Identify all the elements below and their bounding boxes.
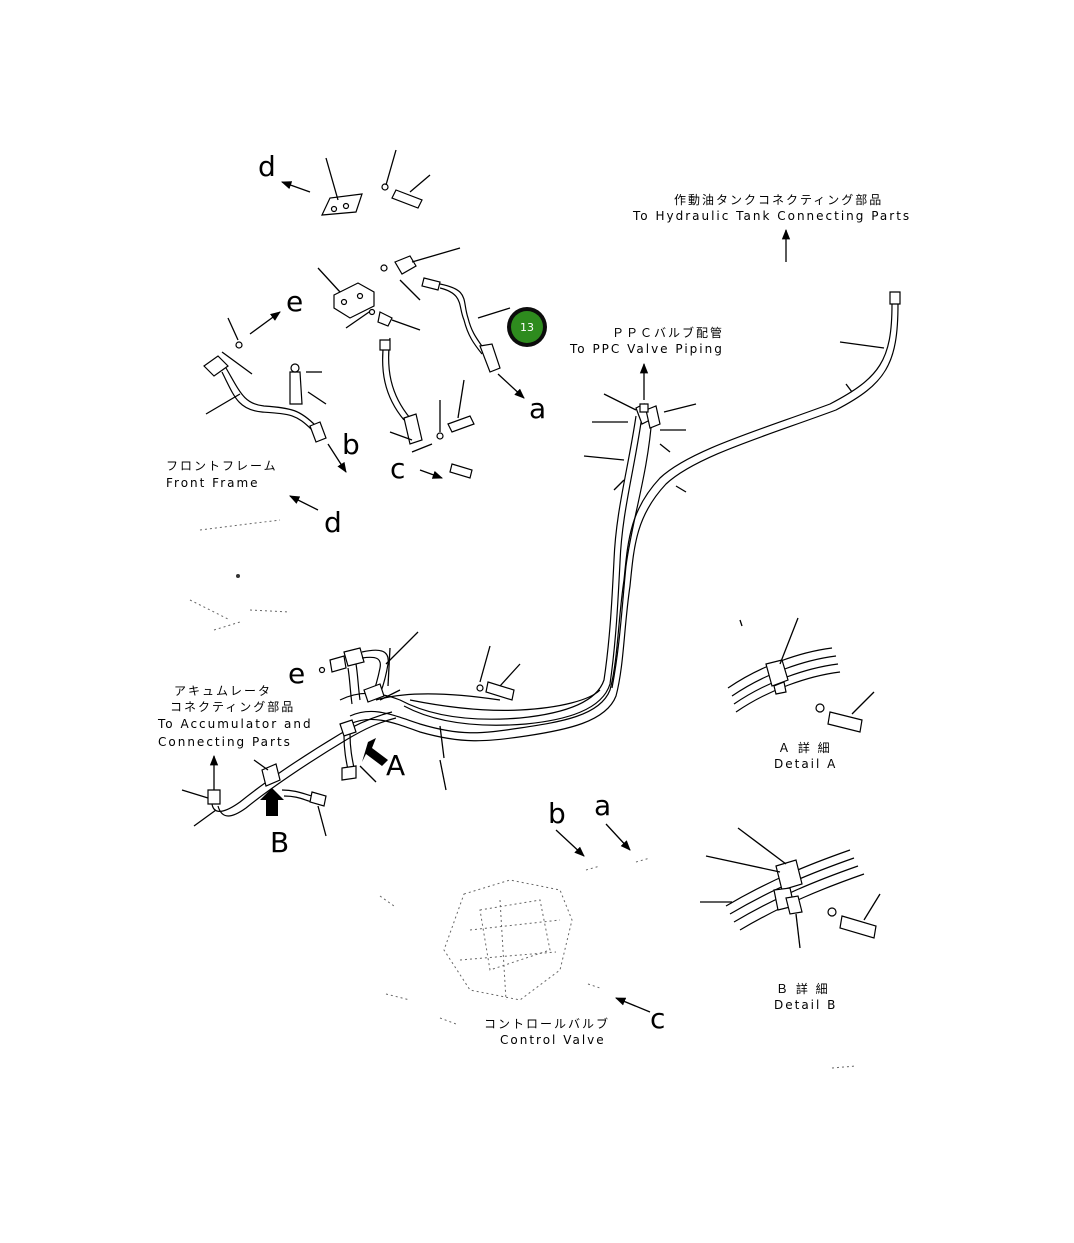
letter-c-lower: c [650,1002,665,1035]
tee-fitting-e [318,631,419,705]
hose-to-b [203,311,347,473]
hydraulic-tank-jp: 作動油タンクコネクティング部品 [674,192,883,207]
arrow-B [260,788,284,816]
front-frame-jp: フロントフレーム [166,459,278,473]
letter-d-mid: d [324,506,342,539]
bolt-top-part [381,149,431,209]
letter-B: B [270,826,289,859]
detail-a-jp: Ａ 詳 細 [778,740,832,755]
hydraulic-tank-en: To Hydraulic Tank Connecting Parts [632,209,911,223]
letter-e-left: e [288,657,305,690]
control-valve-en: Control Valve [500,1033,606,1047]
accumulator-hoses [181,711,397,837]
arrow-A [362,738,388,766]
accumulator-jp1: アキュムレータ [174,684,272,698]
hose-to-a [421,277,525,399]
detail-a-drawing [727,617,875,733]
letter-a-lower: a [594,789,611,822]
main-hose-bundle [339,291,901,742]
part-callout-13[interactable]: 13 [507,307,547,347]
detail-b-jp: Ｂ 詳 細 [776,981,830,996]
letter-c-top: c [390,452,405,485]
control-valve-jp: コントロールバルブ [484,1016,610,1031]
hose-to-c [368,308,443,479]
letter-d-top: d [258,150,276,183]
detail-b-en: Detail B [774,998,837,1012]
detail-b-drawing [700,827,881,949]
ppc-valve-en: To PPC Valve Piping [569,342,724,356]
letter-b-lower: b [548,797,566,830]
letter-b-top: b [342,428,360,461]
letter-a-top: a [529,392,546,425]
detail-a-en: Detail A [774,757,837,771]
elbow-fitting-top [380,247,461,301]
block-part [317,267,375,329]
bolts-mid-part [436,379,475,479]
accumulator-en1: To Accumulator and [157,717,313,731]
ppc-valve-jp: ＰＰＣバルブ配管 [612,325,724,340]
front-frame-faint [189,519,291,631]
callout-number: 13 [520,321,534,334]
lower-fittings [339,645,521,791]
accumulator-en2: Connecting Parts [158,735,292,749]
bracket-d-part [281,157,363,216]
front-frame-en: Front Frame [166,476,260,490]
callout-fill [511,311,543,343]
letter-A: A [386,749,405,782]
control-valve-faint [379,857,857,1069]
accumulator-jp2: コネクティング部品 [170,699,295,714]
letter-e-top: e [286,285,303,318]
